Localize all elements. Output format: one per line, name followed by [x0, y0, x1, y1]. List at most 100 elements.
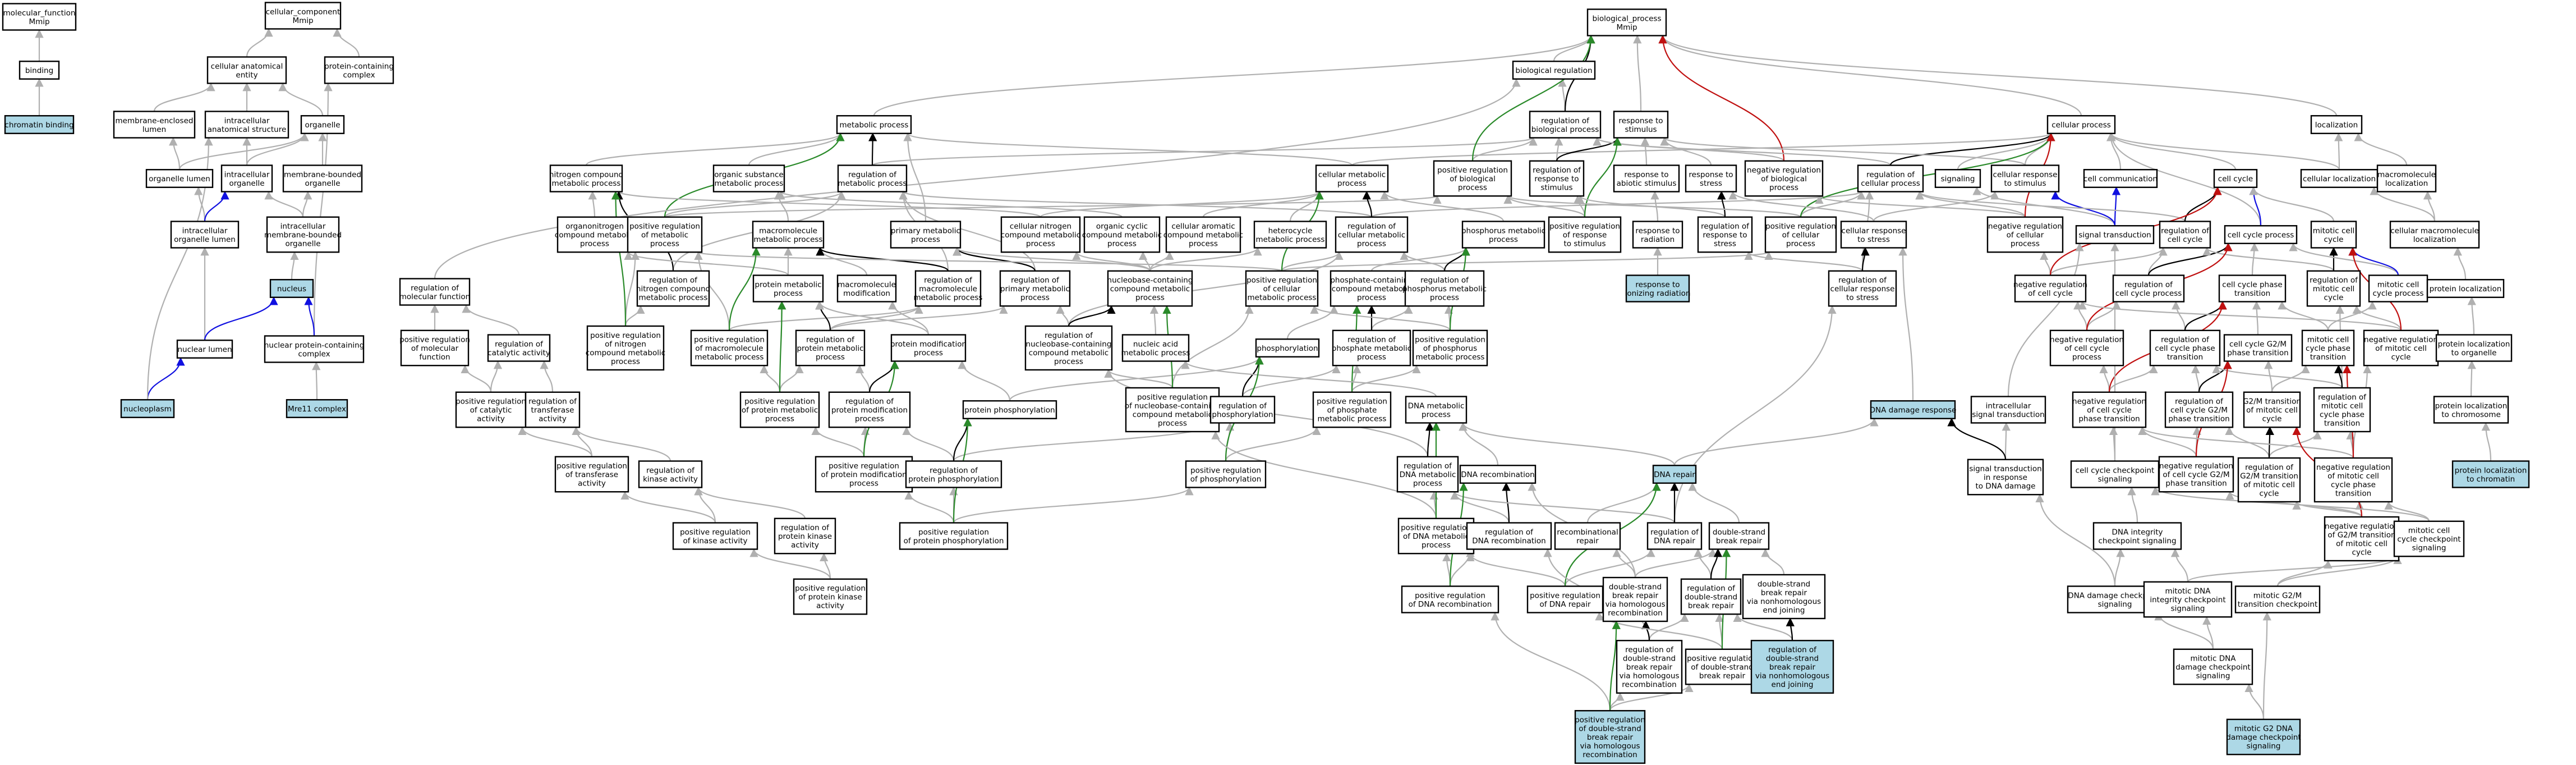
term-node-bio-reg[interactable]: biological regulation — [1512, 61, 1596, 80]
term-node-protein-local[interactable]: protein localization — [2426, 279, 2505, 298]
term-node-dna-recomb[interactable]: DNA recombination — [1459, 465, 1537, 484]
term-node-organelle-lumen[interactable]: organelle lumen — [145, 169, 214, 188]
term-node-cellular-process[interactable]: cellular process — [2046, 115, 2116, 134]
term-node-signal-transduction[interactable]: signal transduction — [2075, 225, 2155, 244]
term-node-nuclear-lumen[interactable]: nuclear lumen — [176, 340, 233, 359]
term-node-mre11[interactable]: Mre11 complex — [286, 399, 348, 418]
term-node-metabolic-process[interactable]: metabolic process — [836, 115, 912, 134]
term-node-organelle[interactable]: organelle — [300, 115, 345, 134]
term-node-signaling[interactable]: signaling — [1934, 169, 1981, 188]
term-node-nucleus[interactable]: nucleus — [269, 279, 314, 298]
term-node-cell-comm[interactable]: cell communication — [2083, 169, 2158, 188]
term-node-phosphorylation[interactable]: phosphorylation — [1255, 338, 1320, 358]
term-node-cell-cycle[interactable]: cell cycle — [2213, 169, 2258, 188]
